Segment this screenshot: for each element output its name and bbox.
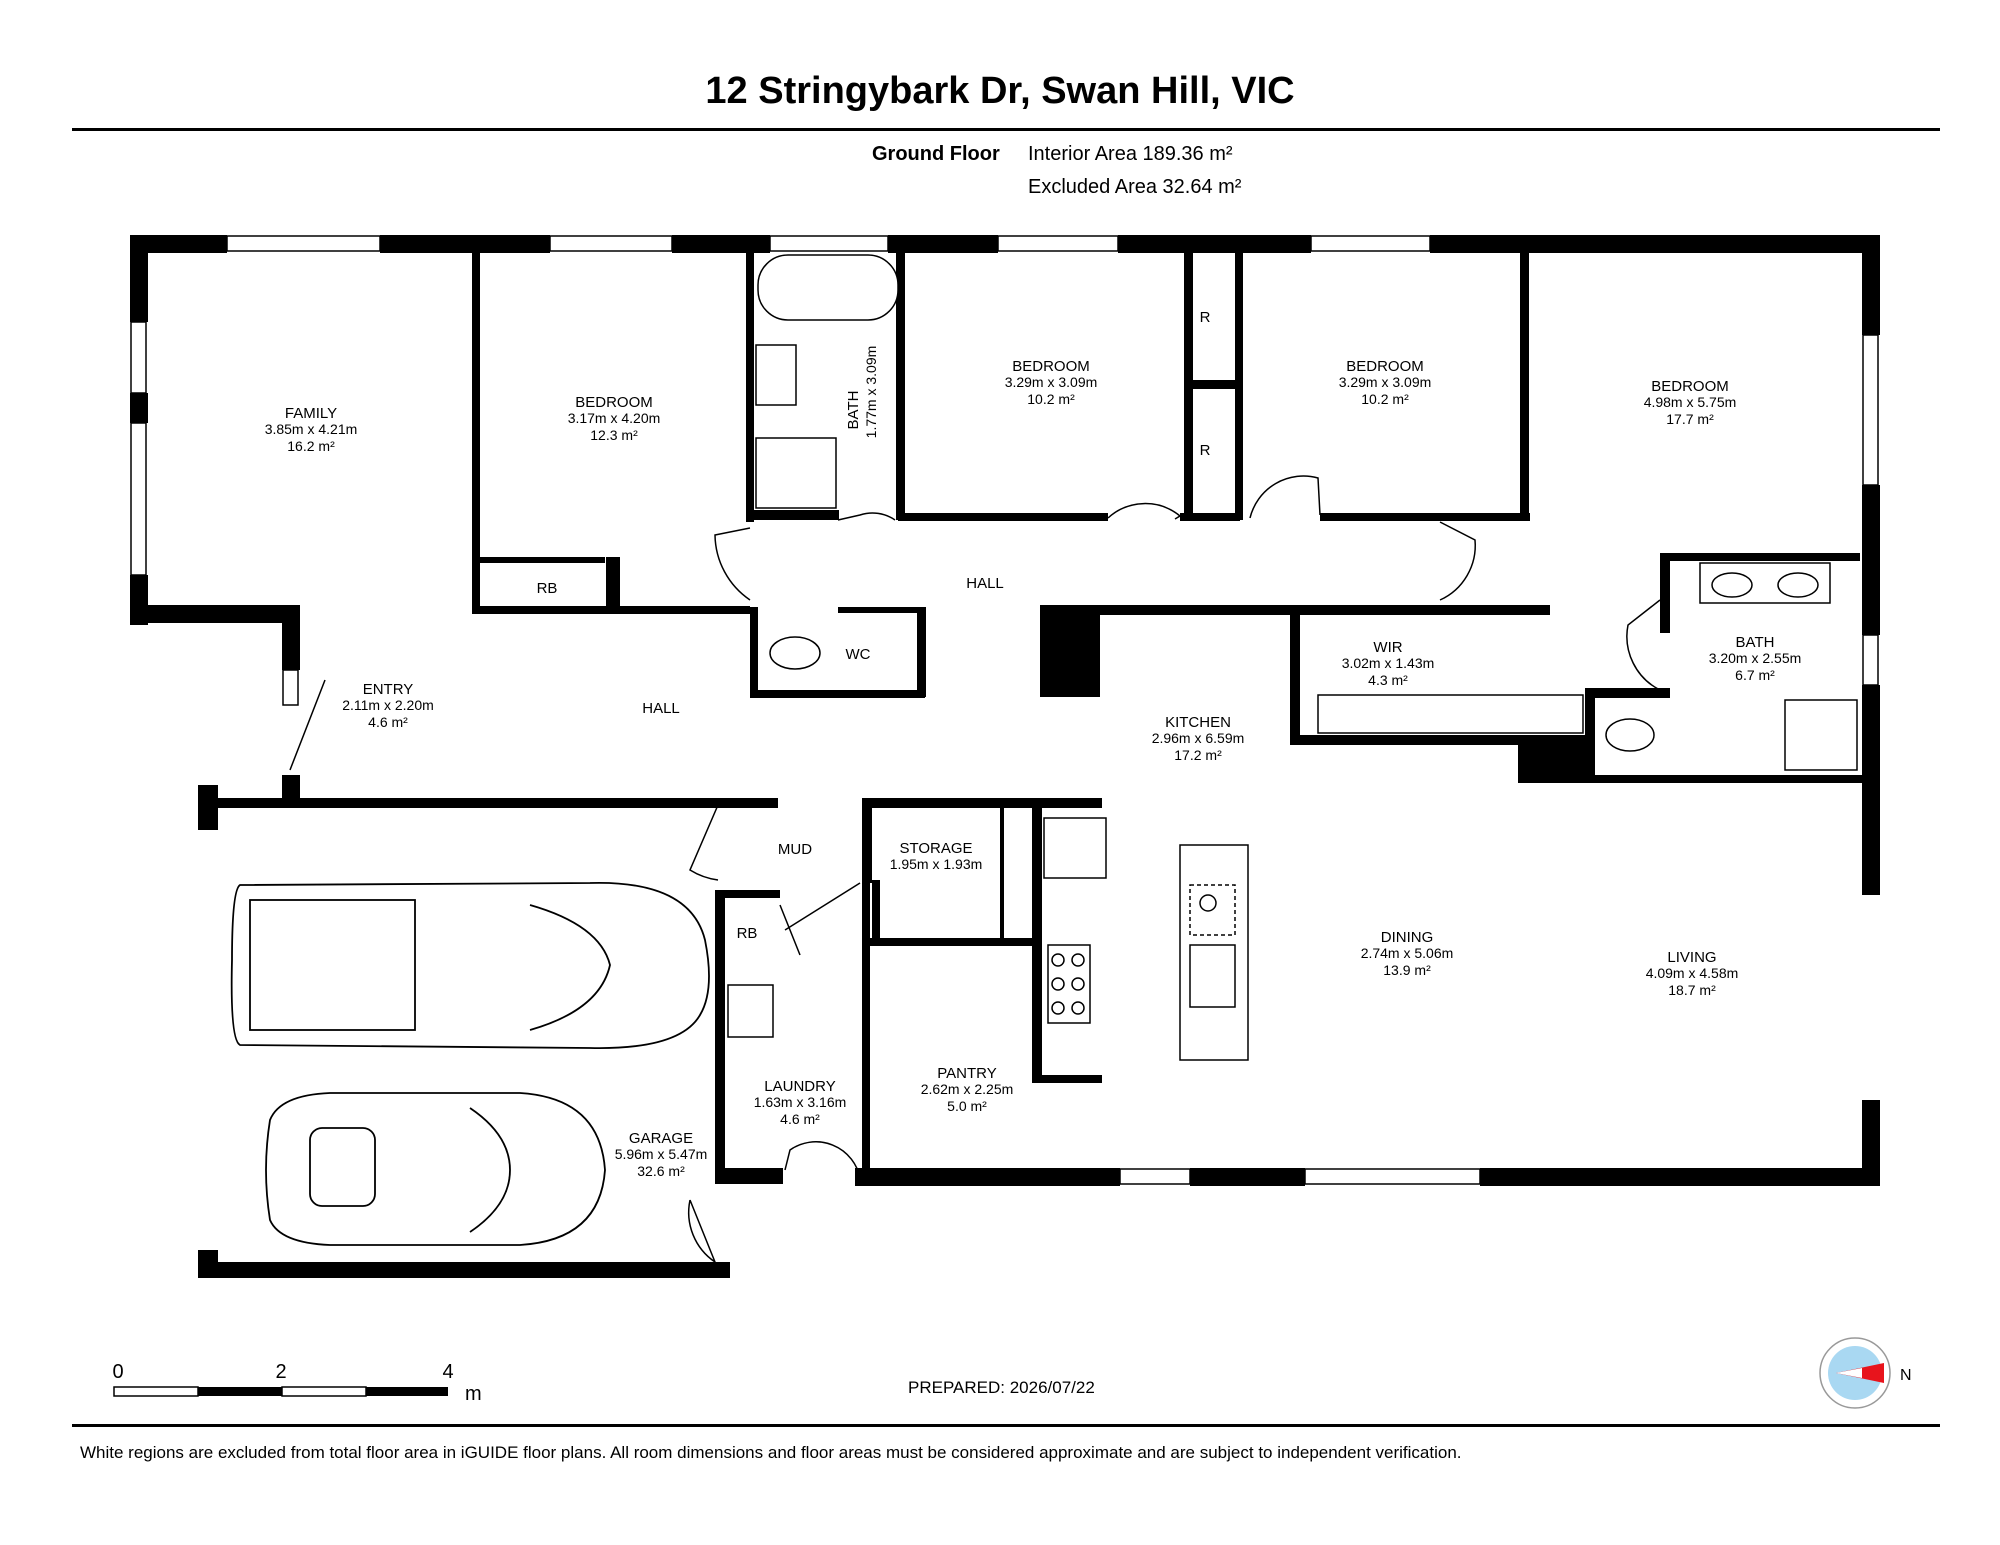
room-labels: FAMILY 3.85m x 4.21m 16.2 m² BEDROOM 3.1… [265,309,1802,1179]
room-dining-dims: 2.74m x 5.06m [1361,945,1454,961]
floor-name: Ground Floor [872,143,1000,165]
room-kitchen-dims: 2.96m x 6.59m [1152,730,1245,746]
scale-tick-0: 0 [112,1361,123,1383]
room-entry-dims: 2.11m x 2.20m [342,697,434,713]
room-bath2-area: 6.7 m² [1735,667,1775,683]
room-bath2-name: BATH [1736,634,1775,651]
room-kitchen-name: KITCHEN [1165,714,1231,731]
room-pantry-dims: 2.62m x 2.25m [921,1081,1014,1097]
windows [130,235,1879,1185]
room-dining-area: 13.9 m² [1383,962,1431,978]
room-rb1-name: RB [537,580,558,597]
scale-bar: 0 2 4 m [112,1361,481,1405]
room-living-dims: 4.09m x 4.58m [1646,965,1739,981]
shelving-icon [1317,694,1584,734]
compass-north-label: N [1900,1367,1912,1384]
room-bedroom2-area: 10.2 m² [1027,391,1075,407]
fixtures [727,254,1858,1061]
room-entry-area: 4.6 m² [368,714,408,730]
bathtub-icon [757,254,899,321]
room-kitchen-area: 17.2 m² [1174,747,1222,763]
room-wir-name: WIR [1373,639,1402,656]
room-rb2-name: RB [737,925,758,942]
room-bedroom3-area: 10.2 m² [1361,391,1409,407]
room-garage-dims: 5.96m x 5.47m [615,1146,708,1162]
room-garage-name: GARAGE [629,1130,693,1147]
room-bedroom2-dims: 3.29m x 3.09m [1005,374,1098,390]
room-bedroom4-dims: 4.98m x 5.75m [1644,394,1737,410]
prepared-date: PREPARED: 2026/07/22 [908,1378,1095,1397]
room-laundry-area: 4.6 m² [780,1111,820,1127]
disclaimer: White regions are excluded from total fl… [80,1443,1462,1462]
room-family-area: 16.2 m² [287,438,335,454]
room-bedroom1-area: 12.3 m² [590,427,638,443]
doors [289,475,1661,1265]
shower-icon [755,437,837,509]
room-r1-name: R [1200,309,1211,326]
fridge-icon [1043,817,1107,879]
shower-icon [1784,699,1858,771]
toilet-icon [769,636,821,670]
room-bath1-dims: 1.77m x 3.09m [863,346,879,439]
room-family-name: FAMILY [285,405,337,422]
room-entry-name: ENTRY [363,681,414,698]
compass-icon: N [1819,1337,1912,1409]
room-laundry-dims: 1.63m x 3.16m [754,1094,847,1110]
room-garage-area: 32.6 m² [637,1163,685,1179]
room-r2-name: R [1200,442,1211,459]
room-bedroom4-area: 17.7 m² [1666,411,1714,427]
title-rule [72,128,1940,131]
room-living-name: LIVING [1667,949,1716,966]
walls [130,235,1880,1278]
room-wir-dims: 3.02m x 1.43m [1342,655,1435,671]
room-storage-dims: 1.95m x 1.93m [890,856,983,872]
scale-tick-4: 4 [442,1361,453,1383]
trough-icon [727,984,774,1038]
room-bedroom3-dims: 3.29m x 3.09m [1339,374,1432,390]
room-wc-name: WC [846,646,871,663]
scale-unit: m [465,1383,482,1405]
room-laundry-name: LAUNDRY [764,1078,835,1095]
excluded-area: Excluded Area 32.64 m² [1028,176,1242,198]
room-bedroom4-name: BEDROOM [1651,378,1729,395]
room-pantry-area: 5.0 m² [947,1098,987,1114]
sink-icon [1189,944,1236,1008]
vehicles [230,882,710,1246]
room-hall-top-name: HALL [966,575,1004,592]
room-pantry-name: PANTRY [937,1065,996,1082]
room-storage-name: STORAGE [899,840,972,857]
room-bedroom1-name: BEDROOM [575,394,653,411]
toilet-icon [1605,718,1655,752]
room-bedroom2-name: BEDROOM [1012,358,1090,375]
room-mud-name: MUD [778,841,812,858]
room-bath1-name: BATH [845,391,862,430]
footer-rule [72,1424,1940,1427]
room-bedroom3-name: BEDROOM [1346,358,1424,375]
room-dining-name: DINING [1381,929,1434,946]
room-living-area: 18.7 m² [1668,982,1716,998]
room-bath2-dims: 3.20m x 2.55m [1709,650,1802,666]
room-bedroom1-dims: 3.17m x 4.20m [568,410,661,426]
room-family-dims: 3.85m x 4.21m [265,421,358,437]
room-hall-left-name: HALL [642,700,680,717]
interior-area: Interior Area 189.36 m² [1028,143,1233,165]
room-wir-area: 4.3 m² [1368,672,1408,688]
basin-icon [755,344,797,406]
scale-tick-2: 2 [275,1361,286,1383]
plan-title: 12 Stringybark Dr, Swan Hill, VIC [705,70,1295,112]
